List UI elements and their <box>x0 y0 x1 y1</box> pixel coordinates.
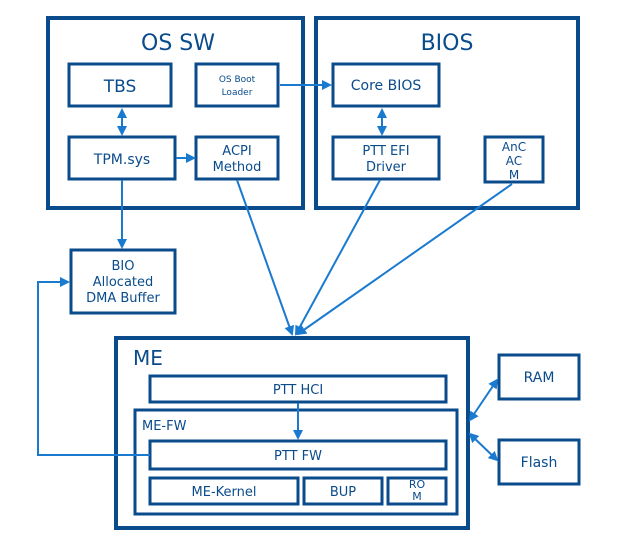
me-kernel-block <box>148 476 300 506</box>
ptt-fw-label: PTT FW <box>274 449 322 464</box>
acpi-label-1: ACPI <box>222 144 251 159</box>
acm-label-1: AnC <box>502 140 526 154</box>
acm-label-3: M <box>509 168 519 182</box>
ptt-fw-block <box>148 439 448 471</box>
tbs-label: TBS <box>103 77 137 97</box>
os-sw-title: OS SW <box>141 31 215 56</box>
me-flash-link <box>468 432 499 462</box>
tpm-sys-label: TPM.sys <box>93 152 150 168</box>
bup-label: BUP <box>330 485 356 500</box>
me-fw-title: ME-FW <box>142 419 187 434</box>
os-boot-loader-block <box>194 62 280 108</box>
bios-title: BIOS <box>421 31 474 56</box>
fw-bio-dma-arrow <box>37 277 150 456</box>
bup-block <box>302 476 384 506</box>
acm-block <box>483 135 545 184</box>
ptt-efi-me-arrow <box>295 179 381 336</box>
acpi-label-2: Method <box>213 160 262 175</box>
rom-label-2: M <box>412 490 422 503</box>
flash-label: Flash <box>521 455 558 471</box>
ram-block <box>497 353 581 401</box>
ptt-hci-label: PTT HCI <box>273 383 323 398</box>
me-title: ME <box>133 346 163 370</box>
rom-block <box>386 476 448 506</box>
acm-label-2: AC <box>506 154 522 168</box>
ptt-hci-block <box>148 374 448 404</box>
ptt-efi-label-2: Driver <box>366 160 407 175</box>
core-bios-block <box>331 62 441 108</box>
tpm-sys-block <box>67 135 177 181</box>
acm-me-arrow <box>296 183 513 336</box>
os-boot-loader-label-1: OS Boot <box>219 75 256 85</box>
core-bios-label: Core BIOS <box>351 78 422 94</box>
ptt-efi-driver-block <box>331 135 441 181</box>
bio-label-3: DMA Buffer <box>86 291 160 306</box>
ptt-efi-label-1: PTT EFI <box>362 144 409 159</box>
rom-label-1: RO <box>409 478 426 491</box>
acpi-me-arrow <box>236 179 295 336</box>
acpi-method-block <box>194 135 280 181</box>
os-boot-loader-label-2: Loader <box>222 88 253 98</box>
flash-block <box>497 438 581 486</box>
me-ram-link <box>468 378 499 422</box>
bio-dma-buffer-block <box>69 248 177 315</box>
bio-label-1: BIO <box>112 259 135 274</box>
bio-label-2: Allocated <box>93 275 154 290</box>
ram-label: RAM <box>524 370 555 386</box>
tbs-block <box>67 62 173 108</box>
me-kernel-label: ME-Kernel <box>192 485 257 500</box>
